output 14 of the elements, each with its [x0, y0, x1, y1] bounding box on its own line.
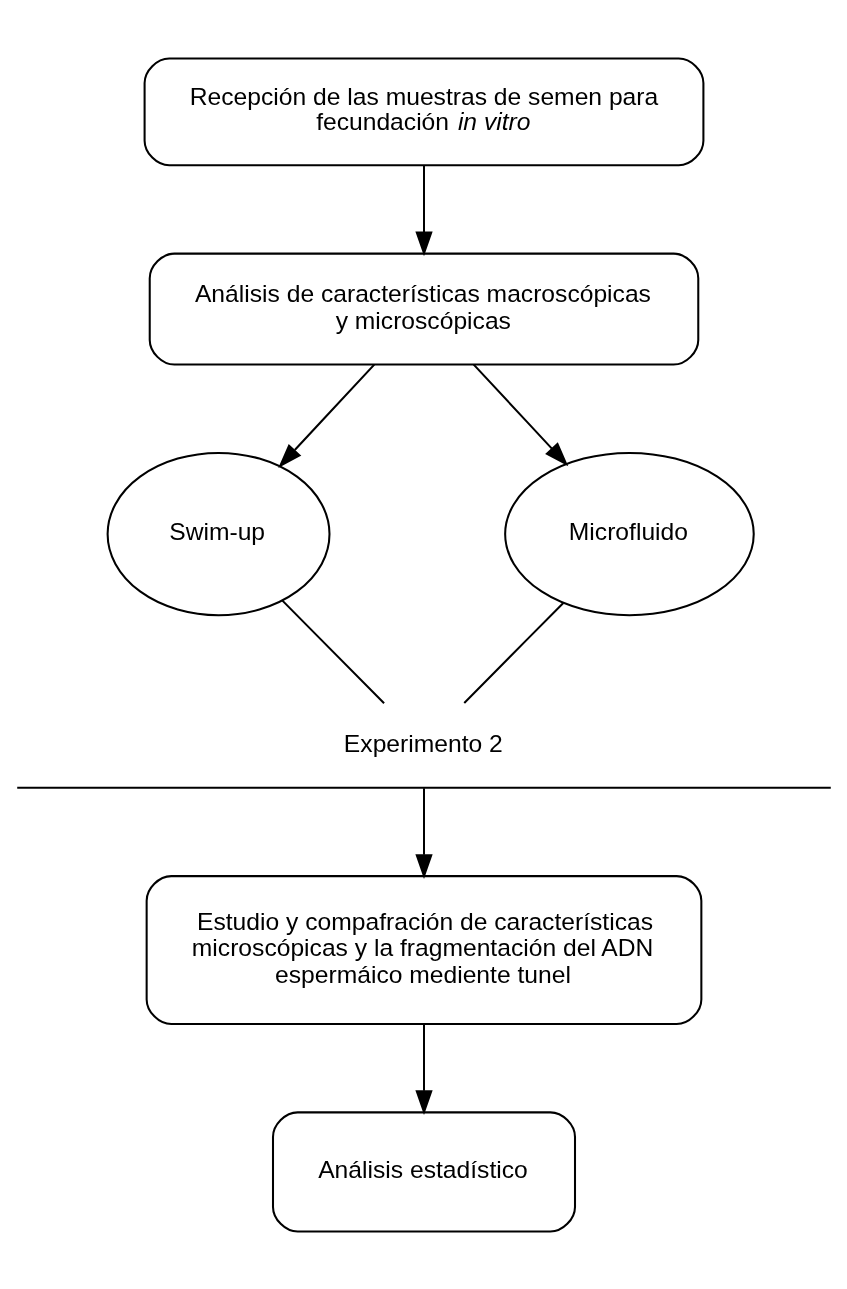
arrow: [414, 165, 433, 256]
node-box: Análisis estadístico: [271, 1110, 576, 1233]
node-ellipse: Swim-up: [106, 451, 331, 616]
arrow: [414, 1023, 433, 1115]
node-box: Recepción de las muestras de semen para fecundación in vitro: [143, 56, 704, 166]
arrow: [472, 363, 568, 466]
arrow: [414, 787, 433, 879]
arrow: [277, 363, 375, 468]
node-box: Análisis de características macroscópicas y microscópicas: [148, 252, 699, 366]
connector: [281, 599, 385, 704]
node-text: Experimento 2: [343, 729, 503, 757]
node-box: Estudio y compafración de características microscópicas y la fragmentación del ADN espermáico mediente tunel: [145, 874, 702, 1025]
connector: [463, 601, 564, 704]
node-ellipse: Microfluido: [503, 451, 755, 616]
